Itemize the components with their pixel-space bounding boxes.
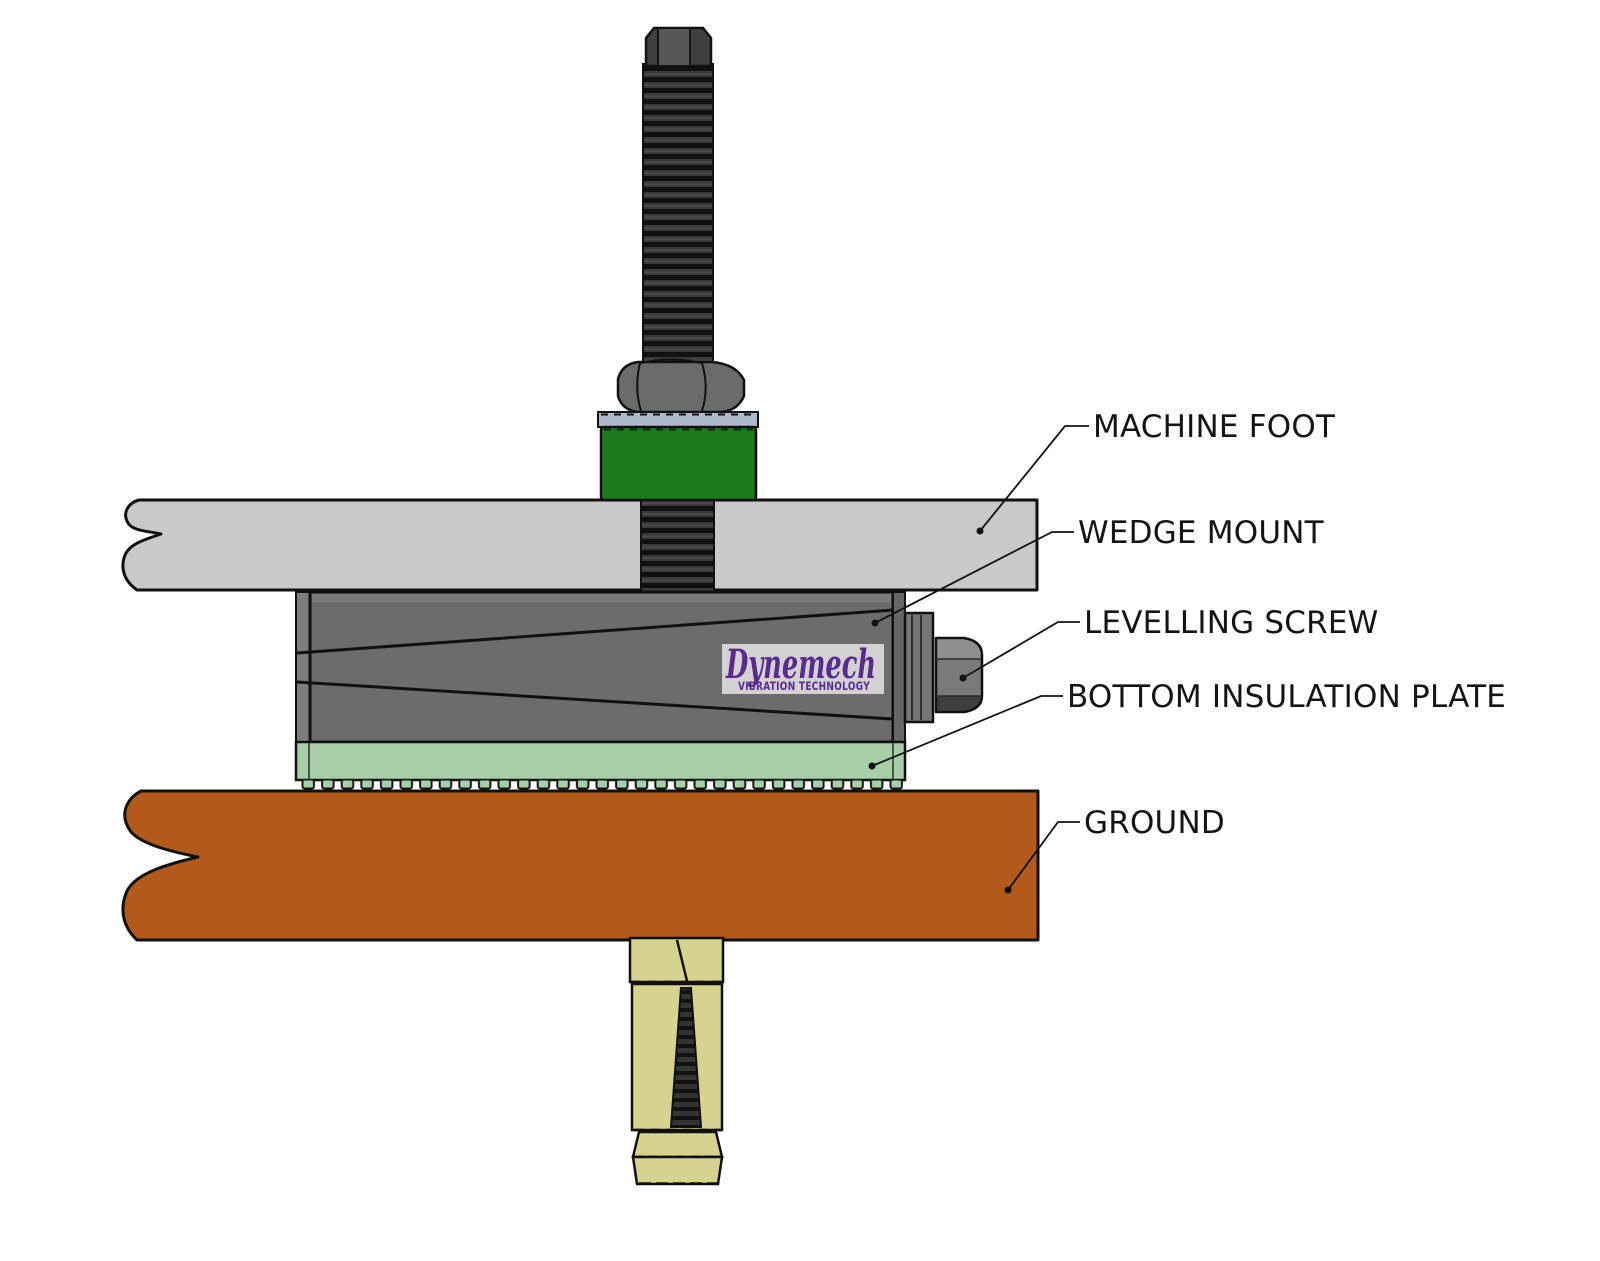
logo-text: Dynemech <box>725 641 876 688</box>
logo-plate <box>722 644 884 694</box>
anchor-expansion-slot <box>669 987 703 1128</box>
brand-logo: Dynemech VIBRATION TECHNOLOGY <box>722 641 884 694</box>
anchor-tip <box>631 1155 724 1186</box>
threaded-rod-through-foot <box>640 497 715 593</box>
hex-head <box>644 26 713 68</box>
wedge-diagonal-lower <box>296 680 894 721</box>
machine-foot-plate <box>121 498 1039 592</box>
anchor-bolt <box>628 936 725 1186</box>
wedge-left-cap <box>295 591 311 743</box>
logo-tagline: VIBRATION TECHNOLOGY <box>738 679 870 693</box>
leader-ground <box>1007 821 1080 891</box>
wedge-top-highlight <box>312 594 891 602</box>
bottom-insulation-plate <box>294 740 907 791</box>
ground-slab <box>121 789 1040 942</box>
lock-nut <box>616 358 746 414</box>
leader-wedge-mount <box>874 531 1074 624</box>
levelling-screw-hex <box>934 636 984 714</box>
leader-dots <box>868 527 1012 894</box>
leader-bottom-insulation-plate <box>871 695 1063 767</box>
leader-levelling-screw <box>962 621 1080 679</box>
leader-machine-foot <box>979 425 1089 532</box>
anchor-sleeve-top <box>628 936 725 984</box>
label-levelling-screw: LEVELLING SCREW <box>1084 605 1379 641</box>
wedge-right-cap <box>892 591 906 743</box>
anchor-cone <box>631 1130 724 1159</box>
label-bottom-insulation-plate: BOTTOM INSULATION PLATE <box>1067 679 1506 715</box>
threaded-rod <box>642 63 714 365</box>
wedge-end-plate <box>903 611 935 724</box>
label-machine-foot: MACHINE FOOT <box>1093 409 1336 445</box>
insulation-teeth <box>299 779 903 791</box>
washer <box>597 411 759 428</box>
label-wedge-mount: WEDGE MOUNT <box>1078 515 1325 551</box>
leader-lines <box>871 425 1089 891</box>
label-ground: GROUND <box>1084 805 1225 841</box>
top-bush <box>599 425 758 502</box>
wedge-diagonal-upper <box>296 608 894 655</box>
